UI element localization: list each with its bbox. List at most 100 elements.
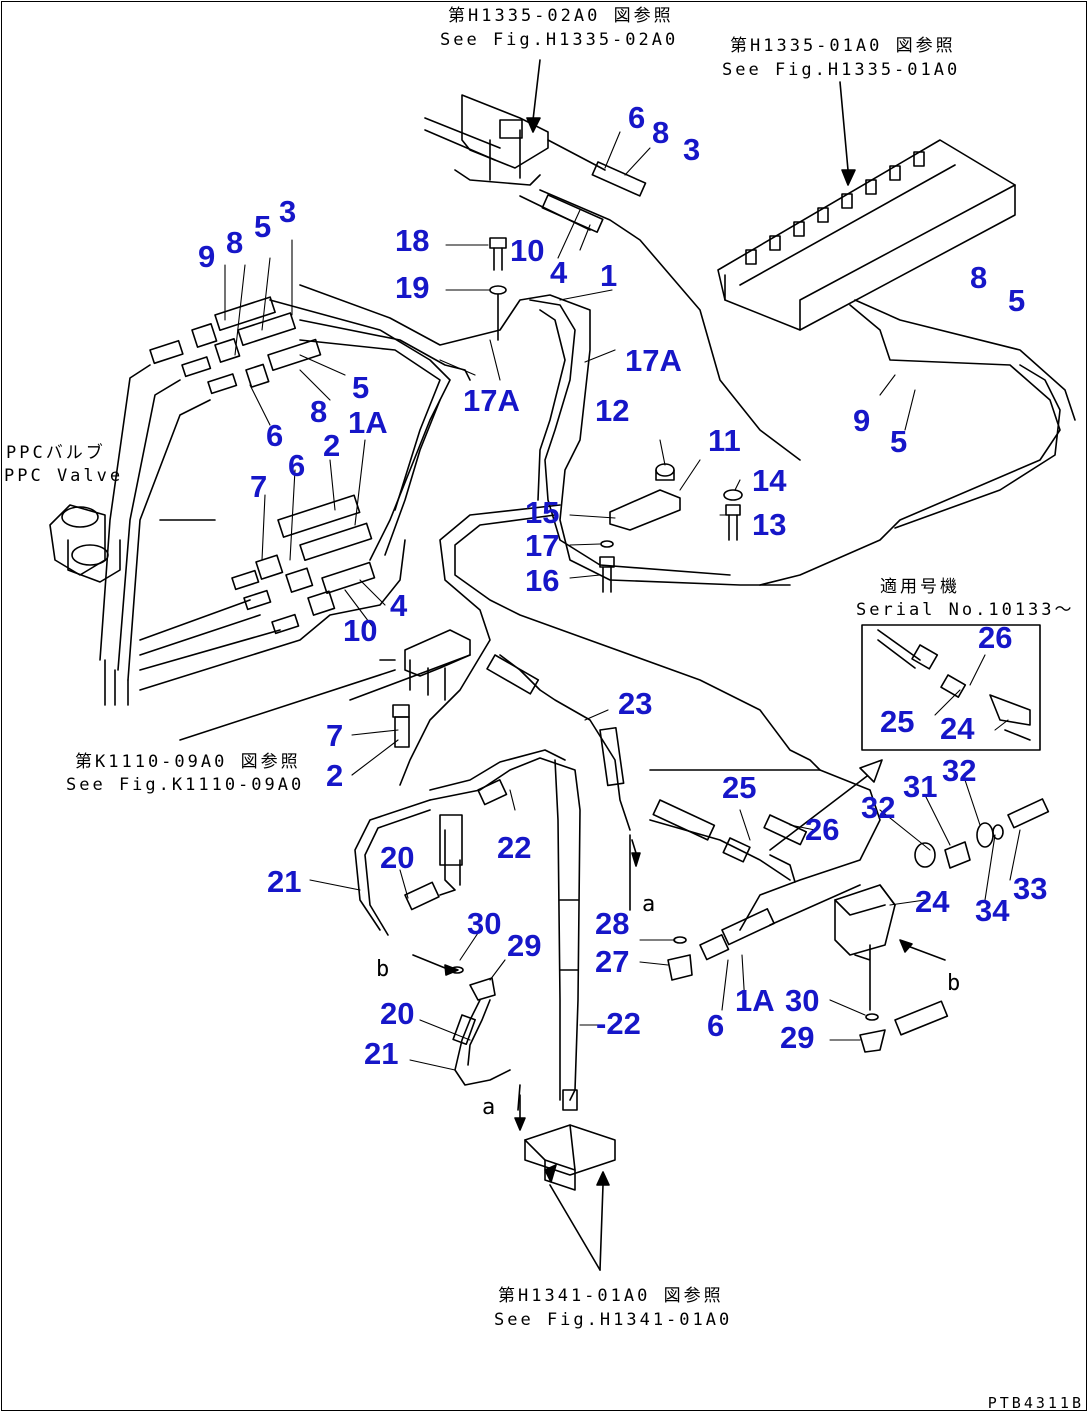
bottom-block bbox=[524, 1124, 616, 1191]
callout-20: 20 bbox=[380, 840, 415, 875]
ref-h1335b-jp: 第H1335-01A0 図参照 bbox=[730, 36, 956, 56]
ref-ppc-jp: PPCバルブ bbox=[6, 443, 106, 463]
callout-30: 30 bbox=[467, 906, 502, 941]
callout-30: 30 bbox=[785, 983, 820, 1018]
bracket-11 bbox=[599, 463, 743, 593]
ref-serial-en: Serial No.10133～ bbox=[856, 600, 1075, 620]
k1110-leader-2 bbox=[179, 669, 396, 741]
callout-8: 8 bbox=[652, 115, 670, 150]
ref-ppc-en: PPC Valve bbox=[4, 466, 124, 486]
top-right-manifold bbox=[717, 139, 1076, 586]
pointer-lines bbox=[519, 59, 849, 1271]
callout-10: 10 bbox=[510, 233, 545, 268]
ref-k1110-en: See Fig.K1110-09A0 bbox=[66, 775, 305, 795]
callout-1a: 1A bbox=[348, 405, 388, 440]
ref-h1335b-en: See Fig.H1335-01A0 bbox=[722, 60, 961, 80]
callout-1a: 1A bbox=[735, 983, 775, 1018]
callout-18: 18 bbox=[395, 223, 430, 258]
callout-8: 8 bbox=[310, 394, 328, 429]
match-letter-b: b bbox=[947, 971, 961, 996]
left-fitting-29 bbox=[450, 966, 511, 1086]
ref-h1335-en: See Fig.H1335-02A0 bbox=[440, 30, 679, 50]
callout-33: 33 bbox=[1013, 871, 1048, 906]
callout-11: 11 bbox=[708, 423, 741, 458]
right-lower-fittings bbox=[652, 798, 1050, 1053]
callout-26: 26 bbox=[978, 620, 1013, 655]
callout-6: 6 bbox=[628, 100, 646, 135]
match-letter-a: a bbox=[482, 1095, 496, 1120]
callout-20: 20 bbox=[380, 996, 415, 1031]
callout-5: 5 bbox=[352, 370, 370, 405]
ref-k1110-jp: 第K1110-09A0 図参照 bbox=[75, 752, 301, 772]
callout-31: 31 bbox=[903, 769, 938, 804]
ppc-valve-hoses bbox=[99, 364, 406, 706]
k1110-fitting bbox=[379, 629, 471, 748]
callout-4: 4 bbox=[550, 255, 568, 290]
callout-34: 34 bbox=[975, 893, 1010, 928]
callout-19: 19 bbox=[395, 270, 430, 305]
callout-9: 9 bbox=[853, 403, 871, 438]
callout-1: 1 bbox=[600, 258, 618, 293]
k1110-leader bbox=[349, 654, 471, 701]
serial-box bbox=[861, 624, 1041, 751]
callout-12: 12 bbox=[595, 393, 630, 428]
callout-22: 22 bbox=[497, 830, 532, 865]
callout-28: 28 bbox=[595, 906, 630, 941]
callout-10: 10 bbox=[343, 613, 378, 648]
callout-14: 14 bbox=[752, 463, 787, 498]
callout-7: 7 bbox=[326, 718, 344, 753]
page-code: PTB4311B bbox=[987, 1394, 1084, 1412]
callout-25: 25 bbox=[722, 770, 757, 805]
callout-22: -22 bbox=[596, 1006, 641, 1041]
lower-center-fittings bbox=[667, 884, 861, 981]
callout-3: 3 bbox=[279, 194, 297, 229]
callout-leaders bbox=[224, 131, 1021, 1071]
callout-9: 9 bbox=[198, 239, 216, 274]
callout-25: 25 bbox=[880, 704, 915, 739]
match-letter-a: a bbox=[642, 892, 656, 917]
callout-24: 24 bbox=[915, 884, 950, 919]
left-hose-bundle bbox=[269, 284, 791, 586]
ref-h1341-jp: 第H1341-01A0 図参照 bbox=[498, 1286, 724, 1306]
left-lower-hoses bbox=[354, 749, 581, 1111]
callout-16: 16 bbox=[525, 563, 560, 598]
callout-15: 15 bbox=[525, 495, 560, 530]
callout-13: 13 bbox=[752, 507, 787, 542]
callout-24: 24 bbox=[940, 711, 975, 746]
callout-17: 17 bbox=[525, 528, 560, 563]
hose-top-right bbox=[541, 161, 647, 233]
serial-pointer bbox=[769, 769, 876, 851]
callout-6: 6 bbox=[266, 418, 284, 453]
ref-h1335-jp: 第H1335-02A0 図参照 bbox=[448, 6, 674, 26]
callout-21: 21 bbox=[364, 1036, 399, 1071]
arrowheads bbox=[444, 117, 913, 1186]
match-letter-b: b bbox=[376, 957, 390, 982]
callout-23: 23 bbox=[618, 686, 653, 721]
callout-27: 27 bbox=[595, 944, 630, 979]
callout-26: 26 bbox=[805, 812, 840, 847]
callout-7: 7 bbox=[250, 469, 268, 504]
ref-h1341-en: See Fig.H1341-01A0 bbox=[494, 1310, 733, 1330]
callout-8: 8 bbox=[970, 260, 988, 295]
callout-2: 2 bbox=[323, 428, 341, 463]
callout-4: 4 bbox=[390, 588, 408, 623]
callout-5: 5 bbox=[890, 424, 908, 459]
callout-2: 2 bbox=[326, 758, 344, 793]
callout-29: 29 bbox=[780, 1020, 815, 1055]
ref-serial-jp: 適用号機 bbox=[880, 577, 960, 597]
callout-3: 3 bbox=[683, 132, 701, 167]
left-fittings bbox=[149, 296, 322, 395]
ppc-valve bbox=[49, 504, 121, 583]
callout-17a: 17A bbox=[463, 383, 520, 418]
callout-17a: 17A bbox=[625, 343, 682, 378]
callout-21: 21 bbox=[267, 864, 302, 899]
callout-32: 32 bbox=[861, 790, 896, 825]
callout-5: 5 bbox=[1008, 283, 1026, 318]
callout-6: 6 bbox=[288, 448, 306, 483]
lower-left-fittings bbox=[231, 494, 376, 635]
callout-6: 6 bbox=[707, 1008, 725, 1043]
callout-32: 32 bbox=[942, 753, 977, 788]
